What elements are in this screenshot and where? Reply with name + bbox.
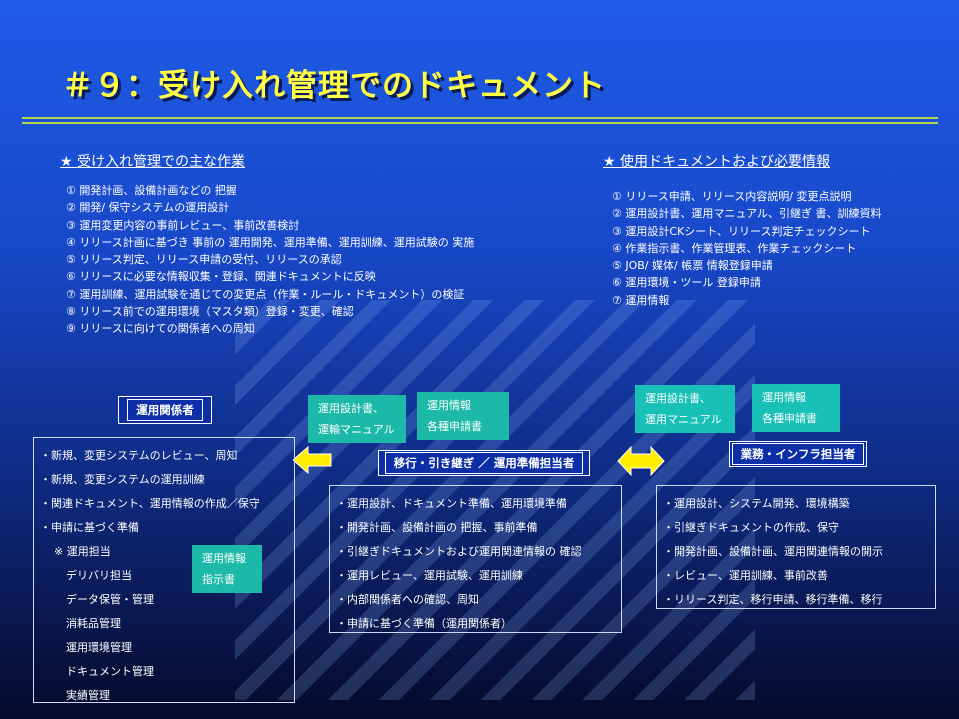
role-label-migration: 移行・引き継ぎ ／ 運用準備担当者 <box>378 450 590 476</box>
right-section-heading: ★ 使用ドキュメントおよび必要情報 <box>603 154 831 170</box>
task-item: ・リリース判定、移行申請、移行準備、移行 <box>663 593 883 606</box>
double-arrow-icon <box>617 445 665 477</box>
doc-tag-line: 運用マニュアル <box>645 413 722 426</box>
title-rule-top <box>22 117 938 119</box>
migration-task-box: ・運用設計、ドキュメント準備、運用環境準備 ・開発計画、設備計画の 把握、事前準… <box>329 485 622 633</box>
task-subitem: 運用環境管理 <box>66 641 132 654</box>
task-note: ※ 運用担当 <box>54 545 111 558</box>
task-item: ・申請に基づく準備（運用関係者） <box>336 617 512 630</box>
list-item: ③ 運用変更内容の事前レビュー、事前改善検討 <box>66 218 300 232</box>
background-stripes <box>235 300 755 700</box>
task-item: ・開発計画、設備計画、運用関連情報の開示 <box>663 545 883 558</box>
left-arrow-icon <box>293 445 332 475</box>
list-item: ② 開発/ 保守システムの運用設計 <box>66 201 230 215</box>
page-title: ＃９：受け入れ管理でのドキュメント <box>62 68 606 104</box>
list-item: ① リリース申請、リリース内容説明/ 変更点説明 <box>612 190 852 203</box>
list-item: ⑦ 運用情報 <box>612 293 670 307</box>
task-subitem: 消耗品管理 <box>66 617 121 630</box>
doc-tag-line: 運用情報 <box>762 391 806 404</box>
task-item: ・引継ぎドキュメントおよび運用関連情報の 確認 <box>336 545 582 558</box>
task-subitem: ドキュメント管理 <box>66 665 154 678</box>
task-item: ・申請に基づく準備 <box>40 521 139 534</box>
list-item: ⑨ リリースに向けての関係者への周知 <box>66 322 255 336</box>
role-label-operations: 運用関係者 <box>118 396 212 424</box>
task-item: ・運用設計、システム開発、環境構築 <box>663 497 850 510</box>
task-item: ・新規、変更システムのレビュー、周知 <box>40 449 238 462</box>
list-item: ⑥ 運用環境・ツール 登録申請 <box>612 276 761 290</box>
role-label-business-infra-text: 業務・インフラ担当者 <box>731 443 865 465</box>
list-item: ④ リリース計画に基づき 事前の 運用開発、運用準備、運用訓練、運用試験の 実施 <box>66 235 475 249</box>
list-item: ① 開発計画、設備計画などの 把握 <box>66 184 237 197</box>
task-item: ・運用レビュー、運用試験、運用訓練 <box>336 569 523 582</box>
doc-tag-info-instructions: 運用情報 指示書 <box>192 545 262 593</box>
business-infra-task-box: ・運用設計、システム開発、環境構築 ・引継ぎドキュメントの作成、保守 ・開発計画… <box>656 485 936 609</box>
list-item: ② 運用設計書、運用マニュアル、引継ぎ 書、訓練資料 <box>612 207 882 221</box>
doc-tag-line: 指示書 <box>202 573 235 586</box>
task-subitem: 実績管理 <box>66 689 110 702</box>
doc-tag-design-manual-right: 運用設計書、 運用マニュアル <box>635 385 735 433</box>
doc-tag-line: 運用設計書、 <box>318 402 384 415</box>
doc-tag-line: 運用設計書、 <box>645 392 711 405</box>
task-item: ・内部関係者への確認、周知 <box>336 593 479 606</box>
list-item: ③ 運用設計CKシート、リリース判定チェックシート <box>612 224 871 238</box>
list-item: ⑥ リリースに必要な情報収集・登録、関連ドキュメントに反映 <box>66 270 376 284</box>
task-item: ・開発計画、設備計画の 把握、事前準備 <box>336 521 538 534</box>
task-item: ・新規、変更システムの運用訓練 <box>40 473 205 486</box>
doc-tag-info-forms-mid: 運用情報 各種申請書 <box>417 392 509 440</box>
left-section-heading: ★ 受け入れ管理での主な作業 <box>60 154 246 170</box>
doc-tag-info-forms-right: 運用情報 各種申請書 <box>752 384 840 432</box>
doc-tag-line: 各種申請書 <box>762 412 817 425</box>
task-subitem: デリバリ担当 <box>66 569 132 582</box>
list-item: ⑦ 運用訓練、運用試験を通じての変更点（作業・ルール・ドキュメント）の検証 <box>66 287 465 301</box>
title-rule-bottom <box>22 122 938 124</box>
role-label-operations-text: 運用関係者 <box>127 399 203 421</box>
doc-tag-line: 各種申請書 <box>427 420 482 433</box>
list-item: ⑤ JOB/ 媒体/ 帳票 情報登録申請 <box>612 259 773 273</box>
task-item: ・引継ぎドキュメントの作成、保守 <box>663 521 839 534</box>
list-item: ④ 作業指示書、作業管理表、作業チェックシート <box>612 241 857 255</box>
list-item: ⑤ リリース判定、リリース申請の受付、リリースの承認 <box>66 253 342 267</box>
task-subitem: データ保管・管理 <box>66 593 154 606</box>
task-item: ・運用設計、ドキュメント準備、運用環境準備 <box>336 497 567 510</box>
left-section-list: ① 開発計画、設備計画などの 把握 ② 開発/ 保守システムの運用設計 ③ 運用… <box>66 182 474 338</box>
task-item: ・関連ドキュメント、運用情報の作成／保守 <box>40 497 260 510</box>
role-label-business-infra: 業務・インフラ担当者 <box>729 441 867 467</box>
doc-tag-line: 運用情報 <box>202 552 246 565</box>
doc-tag-design-manual-mid: 運用設計書、 運輸マニュアル <box>308 395 406 443</box>
list-item: ⑧ リリース前での運用環境（マスタ類）登録・変更、確認 <box>66 305 354 319</box>
doc-tag-line: 運用情報 <box>427 399 471 412</box>
operations-task-box: ・新規、変更システムのレビュー、周知 ・新規、変更システムの運用訓練 ・関連ドキ… <box>33 437 295 703</box>
right-section-list: ① リリース申請、リリース内容説明/ 変更点説明 ② 運用設計書、運用マニュアル… <box>612 188 882 309</box>
role-label-migration-text: 移行・引き継ぎ ／ 運用準備担当者 <box>384 452 584 474</box>
task-item: ・レビュー、運用訓練、事前改善 <box>663 569 828 582</box>
doc-tag-line: 運輸マニュアル <box>318 423 395 436</box>
